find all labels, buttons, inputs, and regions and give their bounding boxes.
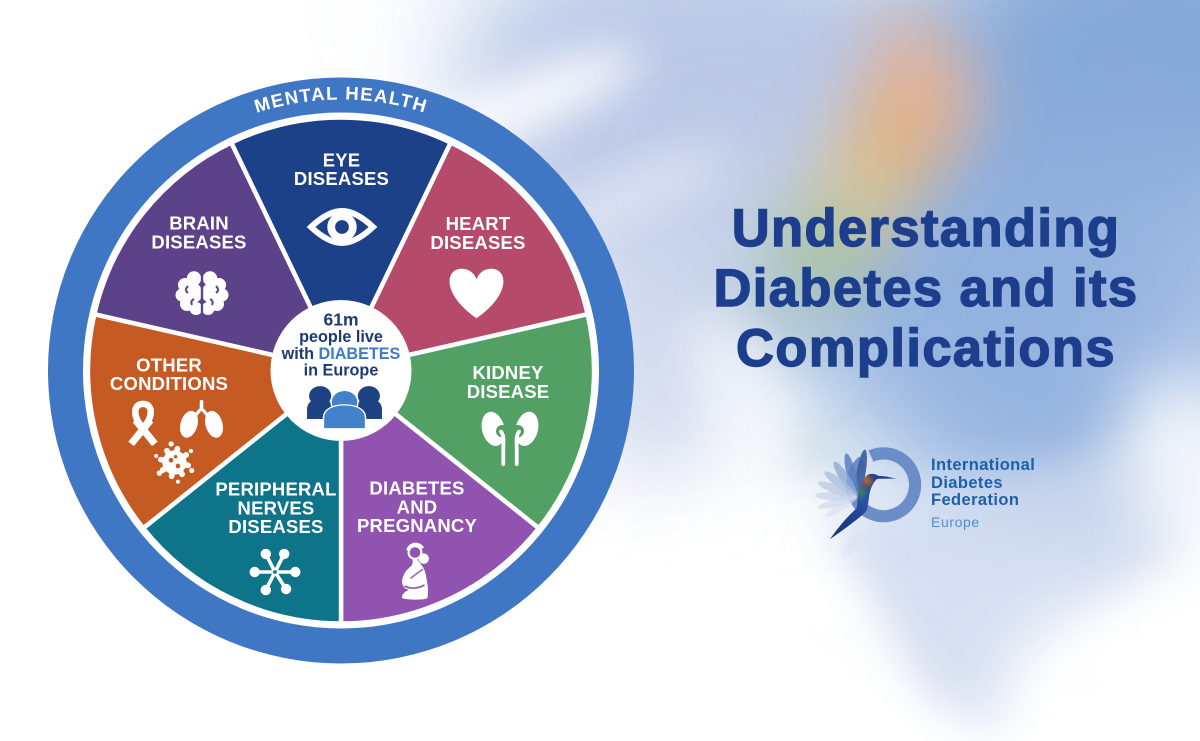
svg-text:DIABETES: DIABETES bbox=[369, 478, 464, 499]
svg-text:DISEASE: DISEASE bbox=[467, 381, 550, 402]
svg-text:DISEASES: DISEASES bbox=[430, 232, 525, 253]
svg-text:DISEASES: DISEASES bbox=[294, 168, 389, 189]
svg-text:with DIABETES: with DIABETES bbox=[281, 345, 401, 363]
svg-text:BRAIN: BRAIN bbox=[169, 213, 229, 234]
svg-text:DISEASES: DISEASES bbox=[151, 232, 246, 253]
svg-text:in Europe: in Europe bbox=[304, 362, 379, 380]
svg-text:AND: AND bbox=[397, 496, 438, 517]
svg-text:PREGNANCY: PREGNANCY bbox=[357, 515, 477, 536]
svg-text:CONDITIONS: CONDITIONS bbox=[110, 373, 228, 394]
svg-text:NERVES: NERVES bbox=[238, 497, 315, 518]
svg-text:61m: 61m bbox=[323, 310, 358, 330]
svg-text:EYE: EYE bbox=[323, 150, 361, 171]
svg-text:DISEASES: DISEASES bbox=[228, 516, 323, 537]
svg-text:PERIPHERAL: PERIPHERAL bbox=[215, 479, 336, 500]
svg-text:people live: people live bbox=[299, 328, 383, 346]
svg-text:HEART: HEART bbox=[446, 213, 511, 234]
svg-text:KIDNEY: KIDNEY bbox=[472, 362, 544, 383]
svg-text:OTHER: OTHER bbox=[136, 354, 202, 375]
